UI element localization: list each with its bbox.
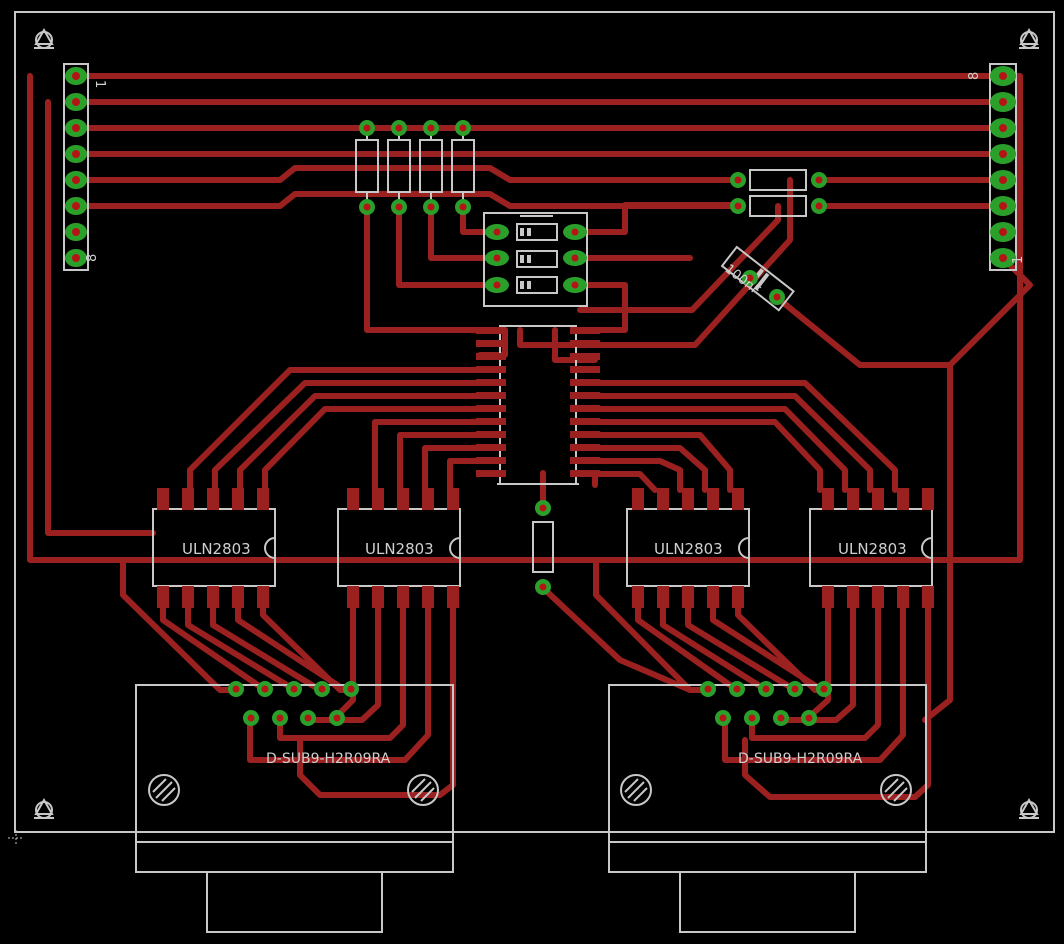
uln2803-chip-4-label: ULN2803 [838, 540, 907, 558]
dsub-connector-left-label: D-SUB9-H2R09RA [266, 751, 391, 767]
header-right-pin-last: 1 [1011, 256, 1026, 264]
resistor-r1 [355, 120, 379, 215]
resistor-r4 [451, 120, 475, 215]
header-left: 1 8 [63, 63, 107, 271]
mcu-pads-right [570, 327, 600, 477]
uln2803-chip-3: ULN2803 [626, 488, 750, 608]
dsub-connector-right-label: D-SUB9-H2R09RA [738, 751, 863, 767]
uln2803-chip-2-label: ULN2803 [365, 540, 434, 558]
resistor-center [532, 500, 554, 595]
mcu-pads-left [476, 327, 506, 477]
uln2803-chip-1-label: ULN2803 [182, 540, 251, 558]
header-right-pin-first: 8 [967, 72, 982, 80]
mount-marker-top-left [34, 27, 54, 49]
dsub-connector-right: D-SUB9-H2R09RA [608, 681, 927, 933]
resistor-horizontal-bottom [730, 195, 827, 217]
resistor-r3 [419, 120, 443, 215]
dip-switch [483, 212, 588, 307]
uln2803-chip-4: ULN2803 [809, 488, 934, 608]
header-right: 8 1 [967, 63, 1026, 271]
resistor-r2 [387, 120, 411, 215]
uln2803-chip-3-label: ULN2803 [654, 540, 723, 558]
origin-crosshair [8, 830, 24, 846]
copper-traces [27, 73, 1033, 800]
board-outline [14, 11, 1055, 833]
dsub-connector-left: D-SUB9-H2R09RA [135, 681, 454, 933]
uln2803-chip-2: ULN2803 [337, 488, 461, 608]
header-left-pin-last: 8 [85, 254, 100, 262]
mount-marker-bottom-left [34, 797, 54, 819]
uln2803-chip-1: ULN2803 [152, 488, 276, 608]
mount-marker-top-right [1019, 27, 1039, 49]
microcontroller [476, 325, 600, 485]
mount-marker-bottom-right [1019, 797, 1039, 819]
resistor-array [355, 120, 475, 215]
resistor-horizontal-top [730, 169, 827, 191]
header-left-pin-first: 1 [92, 80, 107, 88]
